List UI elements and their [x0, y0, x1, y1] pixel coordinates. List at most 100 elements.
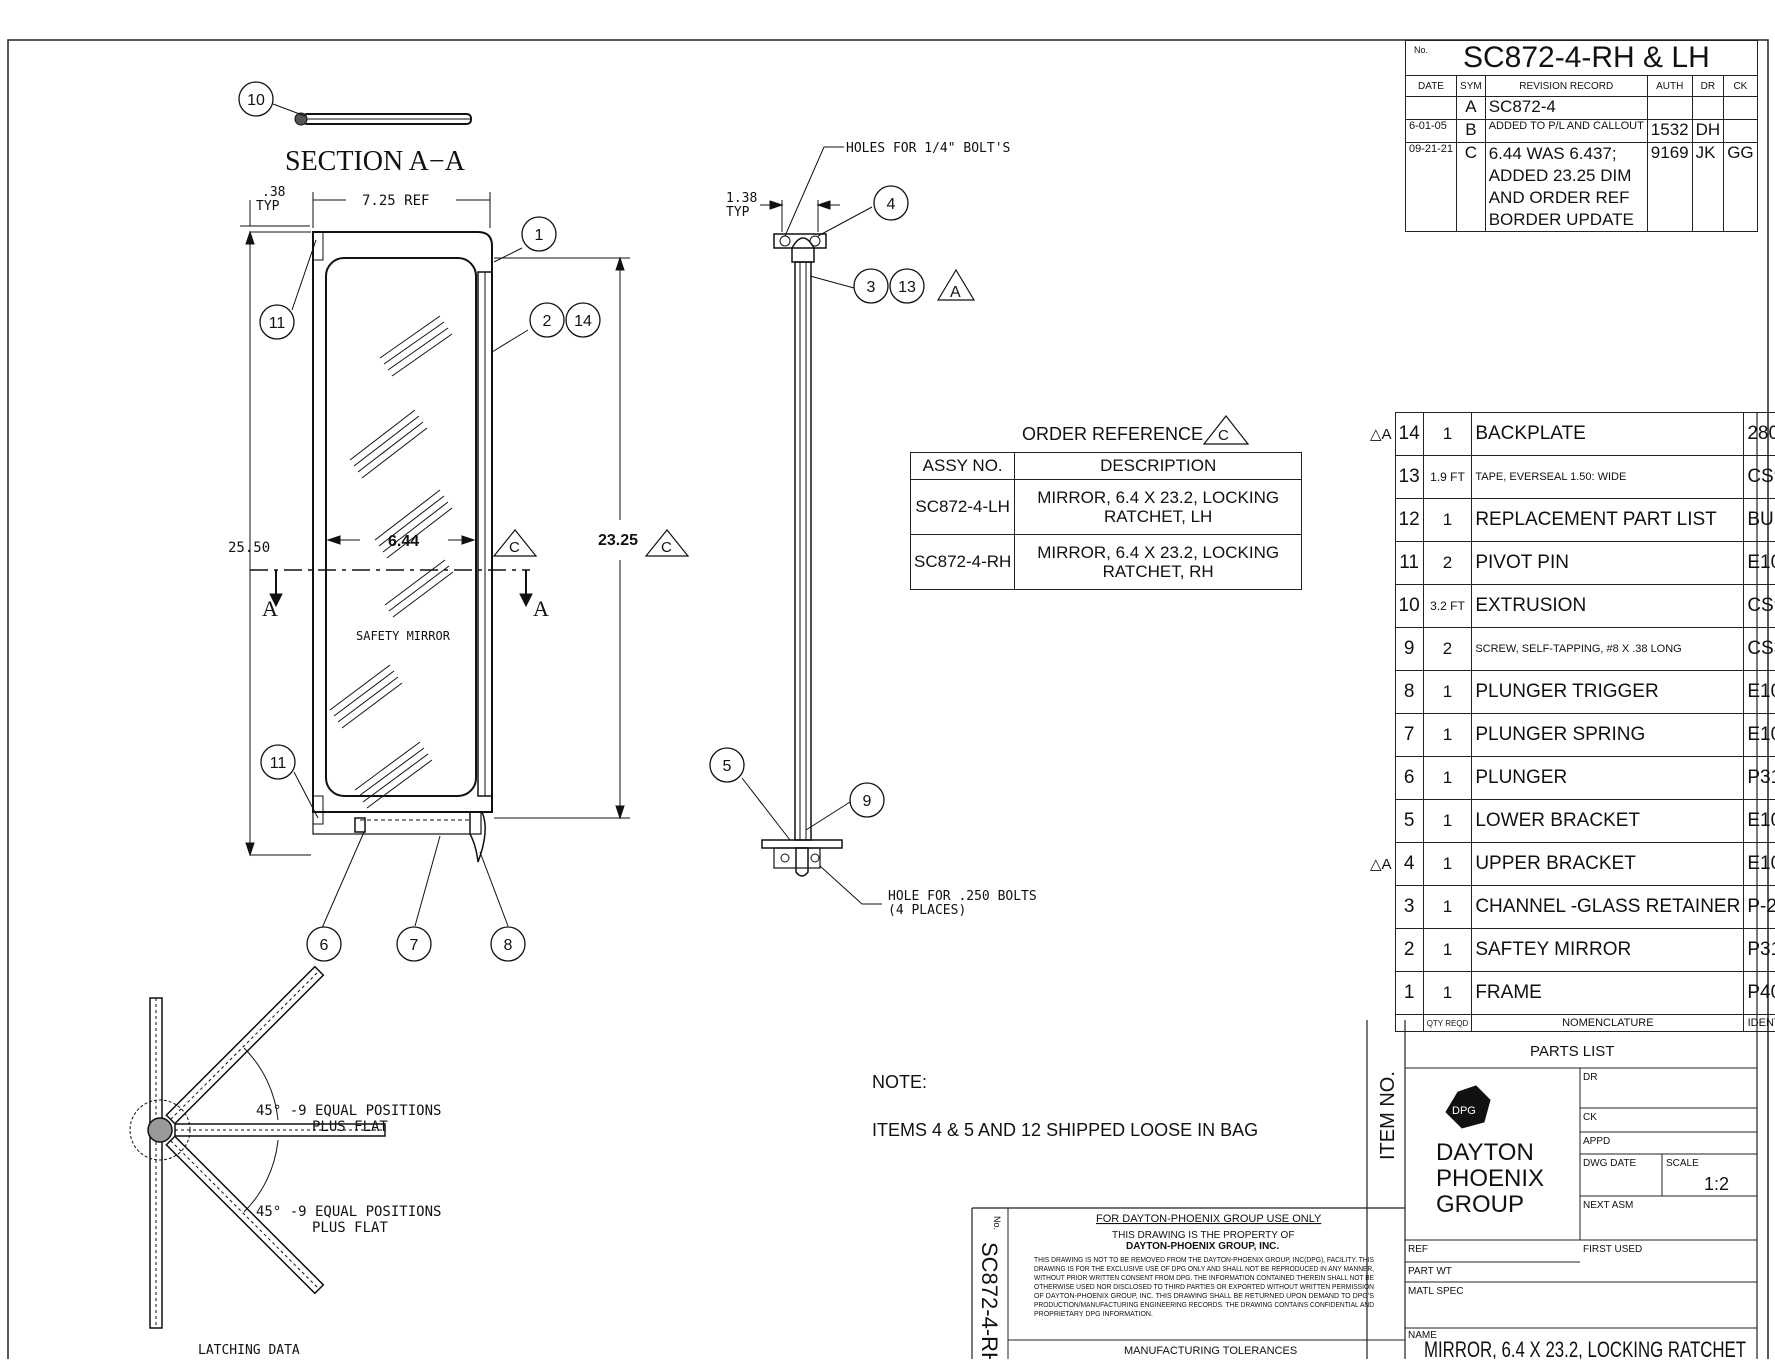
section-a-a-view: SECTION A−A: [285, 112, 472, 177]
order-row-lh: SC872-4-LH MIRROR, 6.4 X 23.2, LOCKING R…: [909, 479, 1302, 535]
svg-text:11: 11: [270, 755, 287, 772]
balloon-11-bottom: 11: [260, 744, 296, 780]
rev-c-line-2: ADDED 23.25 DIM: [1488, 166, 1632, 185]
tb-name: MIRROR, 6.4 X 23.2, LOCKING RATCHET: [1424, 1337, 1746, 1359]
parts-cell-qty: 1: [1422, 971, 1473, 1015]
drawing-number: SC872-4-RH & LH: [1463, 41, 1710, 75]
parts-cell-name: PIVOT PIN: [1471, 541, 1745, 585]
notice-line1: THIS DRAWING IS THE PROPERTY OF: [1112, 1230, 1294, 1241]
rev-flag-a-side: A: [950, 284, 961, 301]
balloon-4: 4: [873, 185, 909, 221]
parts-list-caption: PARTS LIST: [1530, 1043, 1614, 1060]
rev-c-line-4: BORDER UPDATE: [1488, 210, 1634, 229]
order-header-desc: DESCRIPTION: [1014, 452, 1302, 480]
balloon-10: 10: [238, 81, 274, 117]
rev-c-line-3: AND ORDER REF: [1488, 188, 1630, 207]
parts-cell-qty: 1: [1422, 842, 1473, 886]
rev-header-record: REVISION RECORD: [1484, 75, 1648, 97]
parts-cell-ident: CS9029: [1743, 455, 1775, 499]
parts-cell-no: 5: [1394, 799, 1424, 843]
parts-header-ident: IDENTIFYING NO: [1743, 1014, 1775, 1032]
notice-body-3: WITHOUT PRIOR WRITTEN CONSENT FROM DPG. …: [1034, 1275, 1374, 1282]
notice-body-7: PROPRIETARY DPG INFORMATION.: [1034, 1311, 1153, 1318]
svg-text:3: 3: [867, 279, 876, 296]
side-no-label: No.: [992, 1216, 1002, 1230]
logo-mark: DPG: [1452, 1105, 1476, 1117]
latch-pos-1a: 45° -9 EQUAL POSITIONS: [256, 1103, 441, 1119]
tb-dr: DR: [1583, 1072, 1597, 1083]
parts-cell-ident: BULL1012: [1743, 498, 1775, 542]
order-ref-flag: C ORDER REFERENCE: [1022, 415, 1250, 445]
parts-cell-flag: [1367, 800, 1395, 843]
parts-row-item-14: △A141BACKPLATE2809061: [1367, 412, 1775, 456]
svg-text:9: 9: [863, 793, 872, 810]
dim-7-25-ref: 7.25 REF: [362, 193, 429, 209]
parts-cell-name: SAFTEY MIRROR: [1471, 928, 1745, 972]
parts-cell-qty: 1: [1422, 799, 1473, 843]
parts-cell-qty: 3.2 FT: [1422, 584, 1473, 628]
tb-appd: APPD: [1583, 1136, 1610, 1147]
svg-text:4: 4: [887, 196, 896, 213]
notice-body-1: THIS DRAWING IS NOT TO BE REMOVED FROM T…: [1034, 1257, 1374, 1264]
note-label: NOTE:: [872, 1072, 927, 1092]
note-text: ITEMS 4 & 5 AND 12 SHIPPED LOOSE IN BAG: [872, 1120, 1258, 1140]
latching-detail: [129, 965, 386, 1329]
dim-typ-value: .38: [262, 185, 285, 200]
parts-cell-no: 12: [1394, 498, 1424, 542]
rev-c-line-1: 6.44 WAS 6.437;: [1488, 144, 1617, 163]
order-header-assy: ASSY NO.: [909, 452, 1016, 480]
parts-header-row: QTY REQD NOMENCLATURE IDENTIFYING NO: [1367, 1014, 1775, 1032]
parts-header-name: NOMENCLATURE: [1471, 1014, 1745, 1032]
safety-mirror-label: SAFETY MIRROR: [356, 629, 451, 643]
svg-text:5: 5: [723, 758, 732, 775]
parts-cell-qty: 2: [1422, 627, 1473, 671]
latch-pos-1b: PLUS FLAT: [312, 1119, 388, 1135]
parts-cell-ident: P31296: [1743, 756, 1775, 800]
parts-cell-name: SCREW, SELF-TAPPING, #8 X .38 LONG: [1471, 627, 1745, 671]
parts-cell-no: 11: [1394, 541, 1424, 585]
balloon-1: 1: [521, 216, 557, 252]
parts-cell-flag: [1367, 671, 1395, 714]
parts-cell-name: FRAME: [1471, 971, 1745, 1015]
parts-cell-no: 10: [1394, 584, 1424, 628]
parts-cell-no: 13: [1394, 455, 1424, 499]
parts-cell-qty: 2: [1422, 541, 1473, 585]
drawing-number-cell: No.SC872-4-RH & LH: [1405, 40, 1758, 76]
order-row-rh: SC872-4-RH MIRROR, 6.4 X 23.2, LOCKING R…: [909, 534, 1302, 590]
rev-row-c: 09-21-21 C 6.44 WAS 6.437; ADDED 23.25 D…: [1404, 142, 1758, 232]
balloon-8: 8: [490, 926, 526, 962]
notice-body-5: OF DAYTON-PHOENIX GROUP, INC. THIS DRAWI…: [1034, 1293, 1374, 1300]
notice-body-6: PRODUCTION/MANUFACTURING ENGINEERING REC…: [1034, 1302, 1374, 1309]
parts-cell-flag: △A: [1367, 413, 1395, 456]
parts-cell-flag: △A: [1367, 843, 1395, 886]
parts-cell-ident: E10435: [1743, 541, 1775, 585]
tb-part-wt: PART WT: [1408, 1266, 1452, 1277]
parts-cell-ident: E10443: [1743, 670, 1775, 714]
dim-6-44: 6.44: [388, 533, 419, 550]
parts-cell-flag: [1367, 757, 1395, 800]
dim-23-25: 23.25: [598, 532, 638, 549]
svg-text:10: 10: [247, 92, 265, 109]
revision-table: No.SC872-4-RH & LH DATE SYM REVISION REC…: [1404, 40, 1758, 232]
rev-flag-c-width: C: [509, 539, 520, 556]
rev-header-ck: CK: [1723, 75, 1758, 97]
latching-caption: LATCHING DATA: [198, 1343, 300, 1358]
dim-typ: TYP: [256, 199, 280, 214]
parts-cell-ident: E10439: [1743, 713, 1775, 757]
balloon-7: 7: [396, 926, 432, 962]
notice-line2: DAYTON-PHOENIX GROUP, INC.: [1126, 1241, 1279, 1252]
svg-text:1: 1: [535, 227, 544, 244]
balloon-9: 9: [849, 782, 885, 818]
parts-cell-qty: 1: [1422, 928, 1473, 972]
parts-cell-qty: 1: [1422, 498, 1473, 542]
parts-cell-qty: 1: [1422, 756, 1473, 800]
svg-text:14: 14: [574, 313, 592, 330]
